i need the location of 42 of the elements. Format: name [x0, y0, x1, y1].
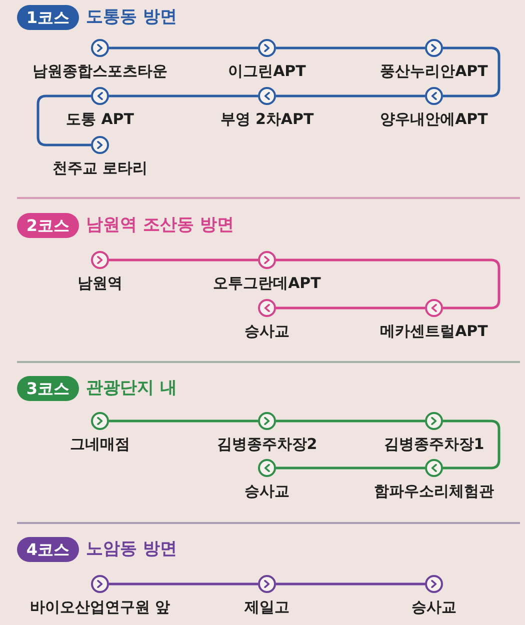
stop-name: 함파우소리체험관 [374, 482, 494, 500]
route-line [276, 582, 425, 586]
route-line [109, 420, 258, 422]
route-line [276, 306, 425, 310]
route-line [276, 420, 425, 422]
course-badge: 3코스 [17, 376, 79, 401]
stop-name: 김병종주차장1 [384, 435, 484, 453]
stop-name: 양우내안에APT [380, 110, 488, 128]
stop-name: 김병종주차장2 [216, 435, 318, 453]
stop-name: 바이오산업연구원 앞 [30, 598, 170, 616]
course-heading: 관광단지 내 [86, 377, 177, 399]
stop-name: 풍산누리안APT [380, 62, 488, 80]
stop-name: 천주교 로타리 [52, 159, 148, 177]
stop-name: 남원역 [78, 274, 122, 292]
route-line [109, 94, 258, 98]
route-line [109, 582, 258, 586]
course-heading: 노암동 방면 [86, 538, 177, 560]
route-line [443, 420, 500, 470]
route-line [276, 258, 500, 310]
route-line [36, 94, 91, 146]
stop-name: 부영 2차APT [220, 110, 314, 128]
route-line [109, 46, 258, 50]
stop-name: 오투그란데APT [213, 274, 321, 292]
stop-name: 이그린APT [228, 62, 306, 80]
stop-name: 승사교 [244, 482, 290, 500]
course-badge: 1코스 [17, 5, 79, 30]
course-badge: 4코스 [17, 537, 79, 562]
route-line [109, 258, 258, 262]
stop-name: 그네매점 [70, 435, 130, 453]
stop-name: 승사교 [244, 322, 290, 340]
stop-name: 승사교 [412, 598, 456, 616]
stop-name: 남원종합스포츠타운 [32, 62, 168, 80]
course-badge: 2코스 [17, 213, 79, 238]
route-line [276, 94, 425, 98]
route-line [443, 46, 500, 98]
course-heading: 도통동 방면 [86, 6, 177, 28]
stop-name: 제일고 [244, 598, 290, 616]
stop-name: 도통 APT [66, 110, 134, 128]
stop-name: 메카센트럴APT [380, 322, 488, 340]
course-heading: 남원역 조산동 방면 [86, 214, 234, 236]
route-line [276, 466, 425, 470]
route-line [276, 46, 425, 50]
